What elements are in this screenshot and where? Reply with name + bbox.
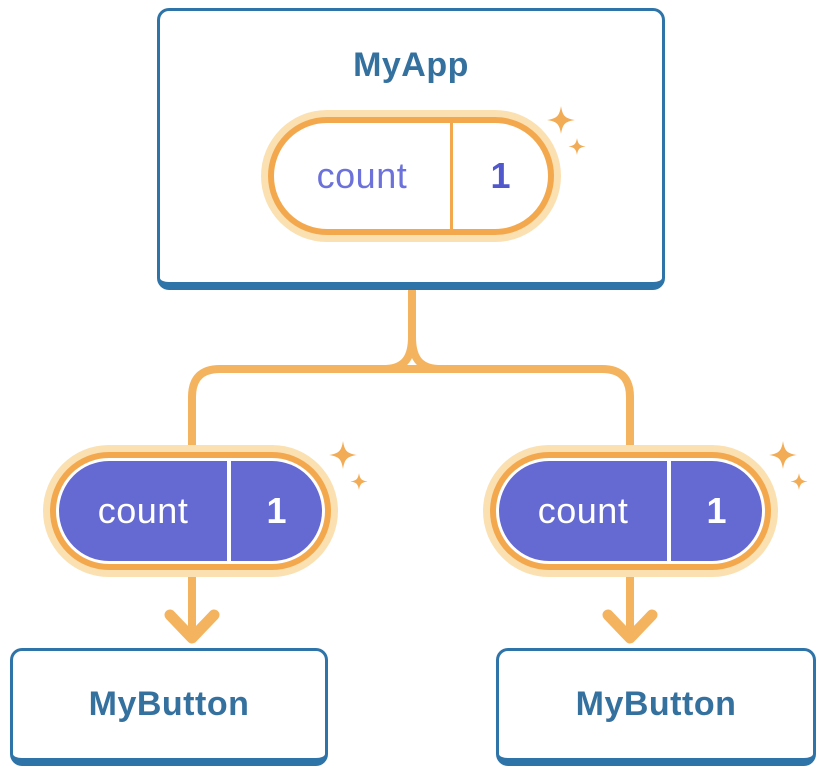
component-name: MyButton	[575, 685, 737, 723]
connector-branch	[188, 365, 634, 632]
pill-ring: count 1	[268, 117, 554, 235]
state-pill-child-left: count 1	[43, 441, 368, 577]
connector-fillet-left	[385, 336, 416, 373]
pill-core: count 1	[59, 461, 322, 561]
arrow-down-icon	[602, 609, 658, 644]
state-pill-parent: count 1	[261, 106, 586, 242]
pill-label: count	[316, 155, 408, 196]
component-name: MyButton	[88, 685, 250, 723]
pill-ring: count 1	[50, 452, 331, 570]
state-pill-child-right: count 1	[483, 441, 808, 577]
pill-value: 1	[667, 461, 762, 561]
pill-value: 1	[449, 123, 548, 229]
pill-label: count	[537, 490, 629, 531]
pill-value: 1	[227, 461, 322, 561]
pill-ring: count 1	[490, 452, 771, 570]
component-name: MyApp	[353, 46, 469, 84]
pill-core: count 1	[499, 461, 762, 561]
component-card-mybutton-right: MyButton	[496, 648, 816, 766]
connector-fillet-right	[408, 336, 439, 373]
pill-label: count	[97, 490, 189, 531]
component-card-mybutton-left: MyButton	[10, 648, 328, 766]
arrow-down-icon	[164, 609, 220, 644]
